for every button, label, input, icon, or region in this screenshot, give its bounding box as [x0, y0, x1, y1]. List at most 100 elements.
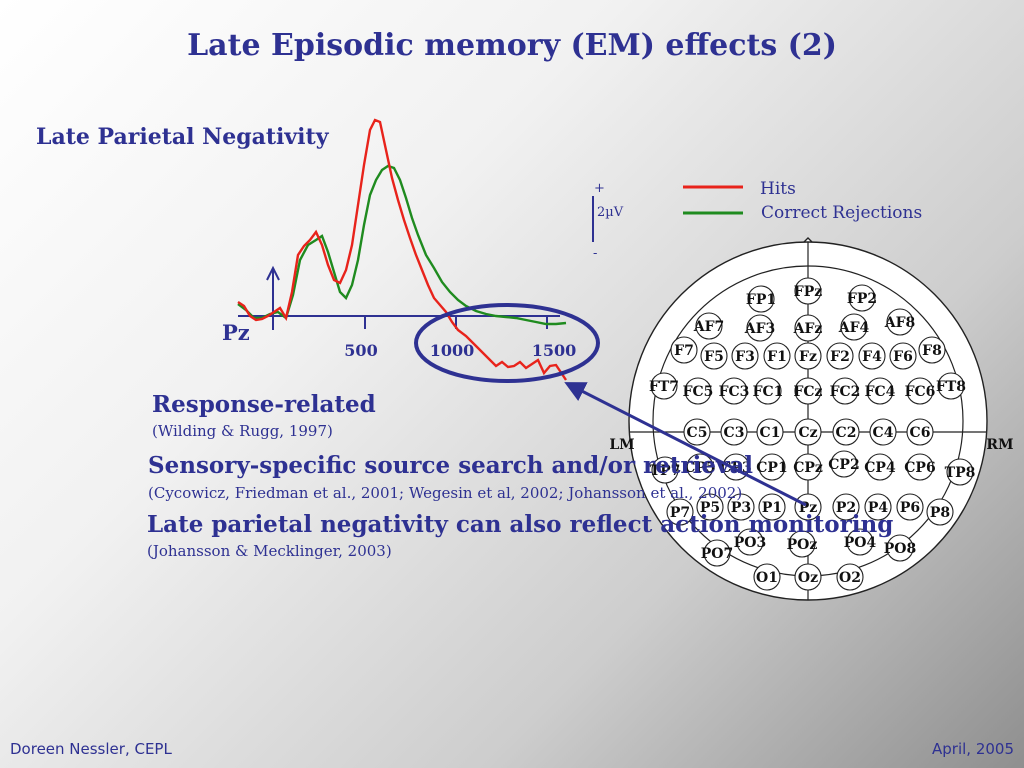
point-2-heading: Sensory-specific source search and/or re… — [148, 452, 753, 479]
electrode-fc2: FC2 — [830, 377, 860, 405]
voltage-scale: + 2µV - — [592, 181, 624, 261]
electrode-cpz: CPz — [793, 453, 823, 481]
electrode-p7: P7 — [666, 498, 694, 526]
erp-tick-label-1000: 1000 — [430, 341, 475, 360]
electrode-label: PO3 — [734, 535, 766, 551]
point-3-citation: (Johansson & Mecklinger, 2003) — [147, 542, 392, 560]
electrode-label: F8 — [922, 343, 942, 359]
electrode-circle — [700, 342, 728, 370]
electrode-label: Oz — [798, 570, 818, 586]
electrode-label: F7 — [674, 343, 694, 359]
electrode-circle — [720, 377, 748, 405]
electrode-fp1: FP1 — [746, 285, 776, 313]
electrode-circle — [763, 342, 791, 370]
electrode-label: P3 — [731, 500, 751, 516]
electrode-label: AF3 — [744, 321, 776, 337]
electrode-label: FP1 — [746, 292, 776, 308]
electrode-po3: PO3 — [734, 528, 766, 556]
electrode-c5: C5 — [683, 418, 711, 446]
electrode-po7: PO7 — [701, 539, 733, 567]
electrode-circle — [703, 539, 731, 567]
electrode-label: C3 — [724, 425, 745, 441]
electrode-label: F5 — [704, 349, 724, 365]
electrode-label: CP4 — [864, 460, 896, 476]
electrode-circle — [731, 342, 759, 370]
electrode-af7: AF7 — [693, 312, 724, 340]
electrode-label: F2 — [830, 349, 850, 365]
electrode-label: AF4 — [838, 320, 870, 336]
electrode-label: FPz — [794, 284, 822, 300]
electrode-o2: O2 — [836, 563, 864, 591]
electrode-o1: O1 — [753, 563, 781, 591]
electrode-f4: F4 — [858, 342, 886, 370]
electrode-circle — [651, 456, 679, 484]
electrode-label: F3 — [735, 349, 755, 365]
electrode-label: FC5 — [683, 384, 714, 400]
erp-curve-correct-rejections — [237, 164, 567, 326]
electrode-circle — [670, 336, 698, 364]
electrode-label: F4 — [862, 349, 882, 365]
electrode-circle — [695, 312, 723, 340]
electrode-circle — [866, 453, 894, 481]
footer-author: Doreen Nessler, CEPL — [10, 740, 172, 758]
electrode-c1: C1 — [756, 418, 784, 446]
electrode-circle — [696, 493, 724, 521]
electrode-circle — [896, 493, 924, 521]
electrode-oz: Oz — [794, 563, 822, 591]
electrode-circle — [906, 453, 934, 481]
electrode-circle — [836, 563, 864, 591]
electrode-fc6: FC6 — [905, 377, 936, 405]
electrode-label: FC1 — [753, 384, 784, 400]
electrode-circle — [918, 336, 946, 364]
electrode-circle — [864, 493, 892, 521]
electrode-label: C5 — [687, 425, 708, 441]
electrode-label: CP5 — [684, 460, 715, 476]
electrode-f6: F6 — [889, 342, 917, 370]
electrode-circle — [889, 342, 917, 370]
electrode-circle — [906, 418, 934, 446]
electrode-circle — [727, 493, 755, 521]
electrode-circle — [686, 453, 714, 481]
electrode-p8: P8 — [926, 498, 954, 526]
electrode-p3: P3 — [727, 493, 755, 521]
electrode-fcz: FCz — [793, 377, 823, 405]
electrode-circle — [840, 313, 868, 341]
electrode-circle — [736, 528, 764, 556]
electrode-circle — [832, 418, 860, 446]
pointer-arrow — [564, 382, 807, 507]
electrode-circle — [886, 308, 914, 336]
electrode-poz: POz — [787, 530, 818, 558]
electrode-po8: PO8 — [884, 534, 916, 562]
electrode-label: FCz — [793, 384, 822, 400]
electrode-tp8: TP8 — [945, 458, 975, 486]
electrode-label: PO8 — [884, 541, 916, 557]
electrode-p5: P5 — [696, 493, 724, 521]
electrode-fpz: FPz — [794, 277, 822, 305]
electrode-ft7: FT7 — [649, 372, 679, 400]
electrode-circle — [858, 342, 886, 370]
erp-plot: Pz 500 1000 1500 — [222, 118, 600, 383]
electrode-circle — [650, 372, 678, 400]
electrode-label: O2 — [839, 570, 861, 586]
electrode-circle — [756, 418, 784, 446]
electrode-cp2: CP2 — [828, 450, 860, 478]
electrode-label: Cz — [798, 425, 817, 441]
scale-label: 2µV — [597, 205, 624, 220]
electrode-fz: Fz — [794, 342, 822, 370]
electrode-circle — [758, 453, 786, 481]
electrode-label: POz — [787, 537, 818, 553]
electrode-circle — [666, 498, 694, 526]
electrode-circle — [886, 534, 914, 562]
electrode-label: PO4 — [844, 535, 877, 551]
electrode-circle — [866, 377, 894, 405]
side-label-left: LM — [609, 437, 634, 453]
electrode-label: FC6 — [905, 384, 936, 400]
erp-electrode-label: Pz — [222, 320, 250, 345]
electrode-p6: P6 — [896, 493, 924, 521]
electrode-circle — [846, 528, 874, 556]
erp-voltage-axis-arrow — [266, 265, 280, 281]
point-1-heading: Response-related — [152, 391, 376, 418]
electrode-po4: PO4 — [844, 528, 877, 556]
electrode-p2: P2 — [832, 493, 860, 521]
